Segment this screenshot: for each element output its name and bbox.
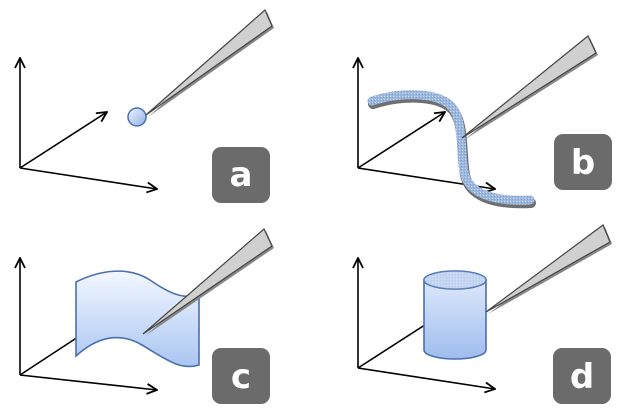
volume-feature: [423, 270, 487, 360]
panel-label: d: [570, 357, 594, 397]
curve-feature: [367, 90, 536, 209]
panel-c: c: [19, 228, 274, 404]
probe-tip: [145, 9, 274, 117]
panel-label: b: [571, 143, 595, 183]
panel-b: b: [358, 35, 612, 209]
axes: [358, 58, 495, 189]
probe-tip: [485, 224, 612, 314]
axis-x: [19, 167, 157, 189]
probe-tip: [461, 35, 598, 140]
panel-badge: [554, 134, 612, 190]
axis-y: [19, 112, 107, 169]
point-feature: [127, 107, 147, 127]
axis-x: [357, 367, 495, 389]
axis-x: [19, 374, 157, 390]
panel-label: c: [231, 357, 251, 397]
panel-badge: [212, 348, 270, 404]
panel-badge: [212, 147, 270, 203]
axes: [20, 58, 157, 189]
panel-d: d: [357, 224, 612, 404]
axis-y: [357, 112, 445, 169]
surface-feature: [75, 270, 200, 368]
panel-a: a: [20, 9, 274, 203]
panel-badge: [553, 348, 611, 404]
panel-label: a: [230, 155, 253, 195]
probe-tip: [142, 228, 274, 336]
